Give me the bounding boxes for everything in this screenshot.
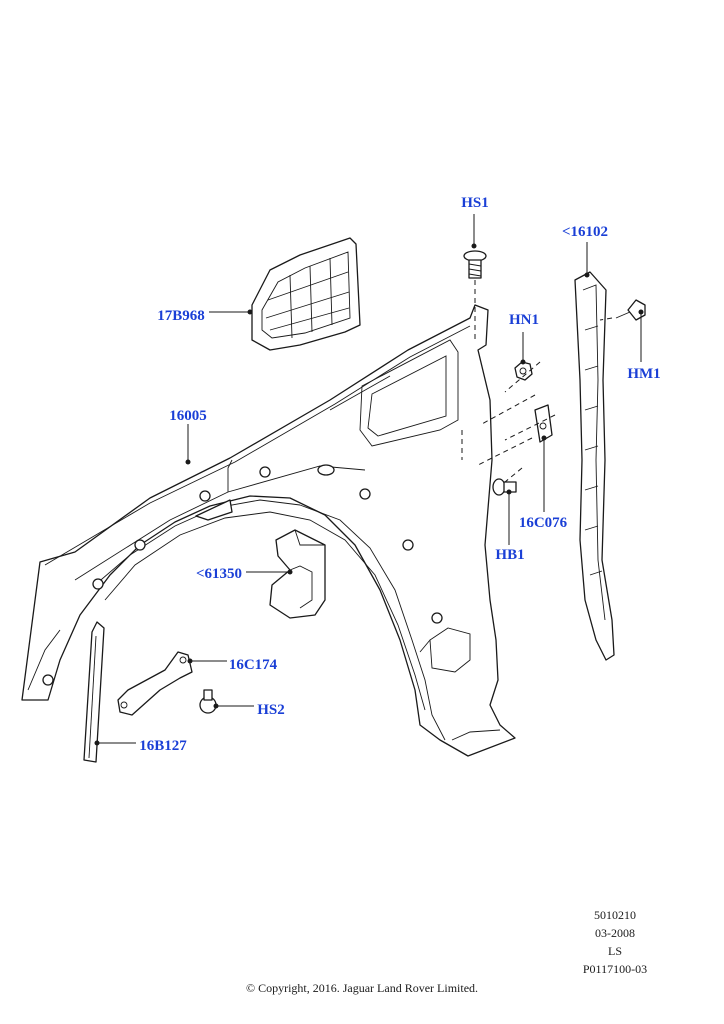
front-fender-part — [21, 304, 516, 757]
diagram-reference: P0117100-03 — [582, 962, 648, 976]
callout-hm1[interactable]: HM1 — [627, 366, 660, 382]
callout-hs2[interactable]: HS2 — [257, 702, 285, 718]
diagram-date: 03-2008 — [595, 926, 635, 940]
callout-16c076[interactable]: 16C076 — [519, 515, 568, 531]
callout-hb1[interactable]: HB1 — [495, 547, 524, 563]
callout-61350[interactable]: <61350 — [196, 566, 242, 582]
vent-grille-part — [251, 237, 361, 351]
bolt-hb1-part — [492, 478, 517, 496]
screw-hs2-part — [199, 689, 217, 714]
seal-strip-16b127-part — [83, 621, 105, 763]
bracket-strip-part — [574, 271, 615, 661]
callout-16005[interactable]: 16005 — [169, 408, 207, 424]
diagram-initials: LS — [607, 944, 622, 958]
nut-hn1-part — [514, 361, 533, 381]
diagram-code: 5010210 — [594, 908, 636, 922]
callout-16b127[interactable]: 16B127 — [139, 738, 187, 754]
callout-hs1[interactable]: HS1 — [461, 195, 489, 211]
callout-hn1[interactable]: HN1 — [509, 312, 539, 328]
screw-hs1-part — [463, 250, 487, 279]
bracket-16c174-part — [117, 651, 193, 716]
callout-17b968[interactable]: 17B968 — [157, 308, 205, 324]
callout-16c174[interactable]: 16C174 — [229, 657, 278, 673]
callout-16102[interactable]: <16102 — [562, 224, 608, 240]
insulator-61350-part — [269, 529, 326, 619]
copyright-notice: © Copyright, 2016. Jaguar Land Rover Lim… — [245, 981, 479, 995]
bracket-16c076-part — [534, 404, 553, 443]
assembly-lines — [461, 280, 613, 483]
leader-lines — [94, 214, 644, 746]
